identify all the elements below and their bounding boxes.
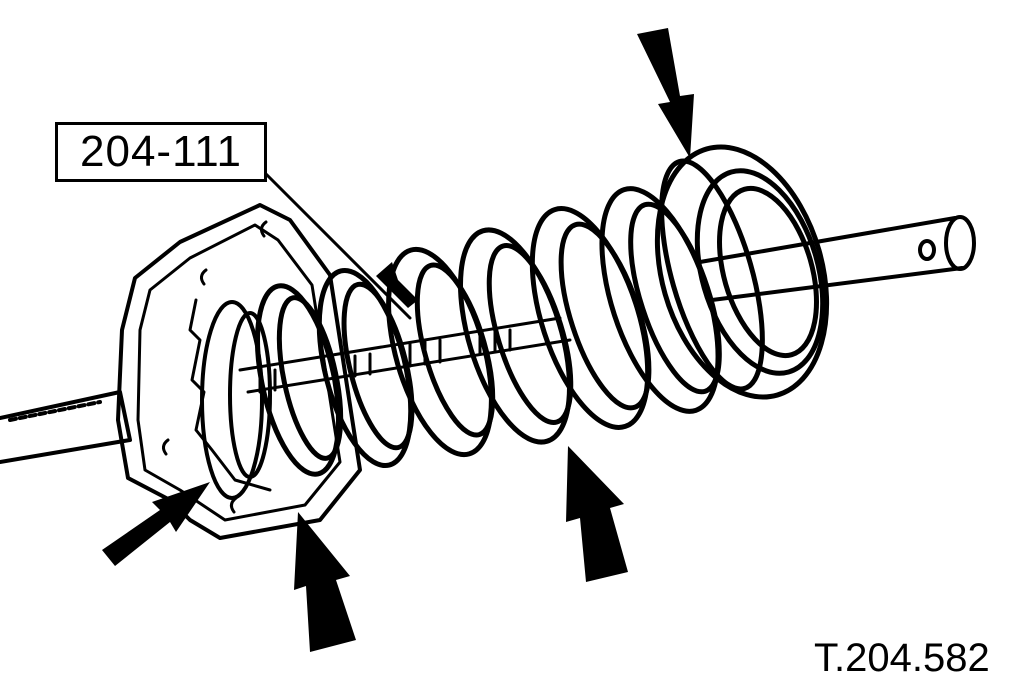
figure-reference: T.204.582 xyxy=(814,636,990,680)
arrow-icon xyxy=(637,28,694,158)
arrow-icon xyxy=(102,482,210,566)
arrow-icon xyxy=(566,446,628,582)
tool-number-callout: 204-111 xyxy=(55,122,267,182)
upper-spring-seat xyxy=(654,144,830,400)
arrow-icon xyxy=(376,262,418,308)
lower-spring-seat xyxy=(200,300,264,500)
spring-coil xyxy=(414,262,496,438)
spring-coil xyxy=(276,295,344,461)
arrow-icon xyxy=(294,512,356,652)
lower-spring-seat-inner xyxy=(228,311,272,479)
spring-coil xyxy=(486,243,574,425)
callout-leader-line xyxy=(260,168,412,320)
spring-coil xyxy=(628,201,722,395)
strut-rod xyxy=(0,215,976,464)
coil-spring xyxy=(255,186,722,477)
spring-coil xyxy=(558,221,652,411)
spring-coil xyxy=(341,281,415,451)
spring-coil xyxy=(458,227,572,445)
